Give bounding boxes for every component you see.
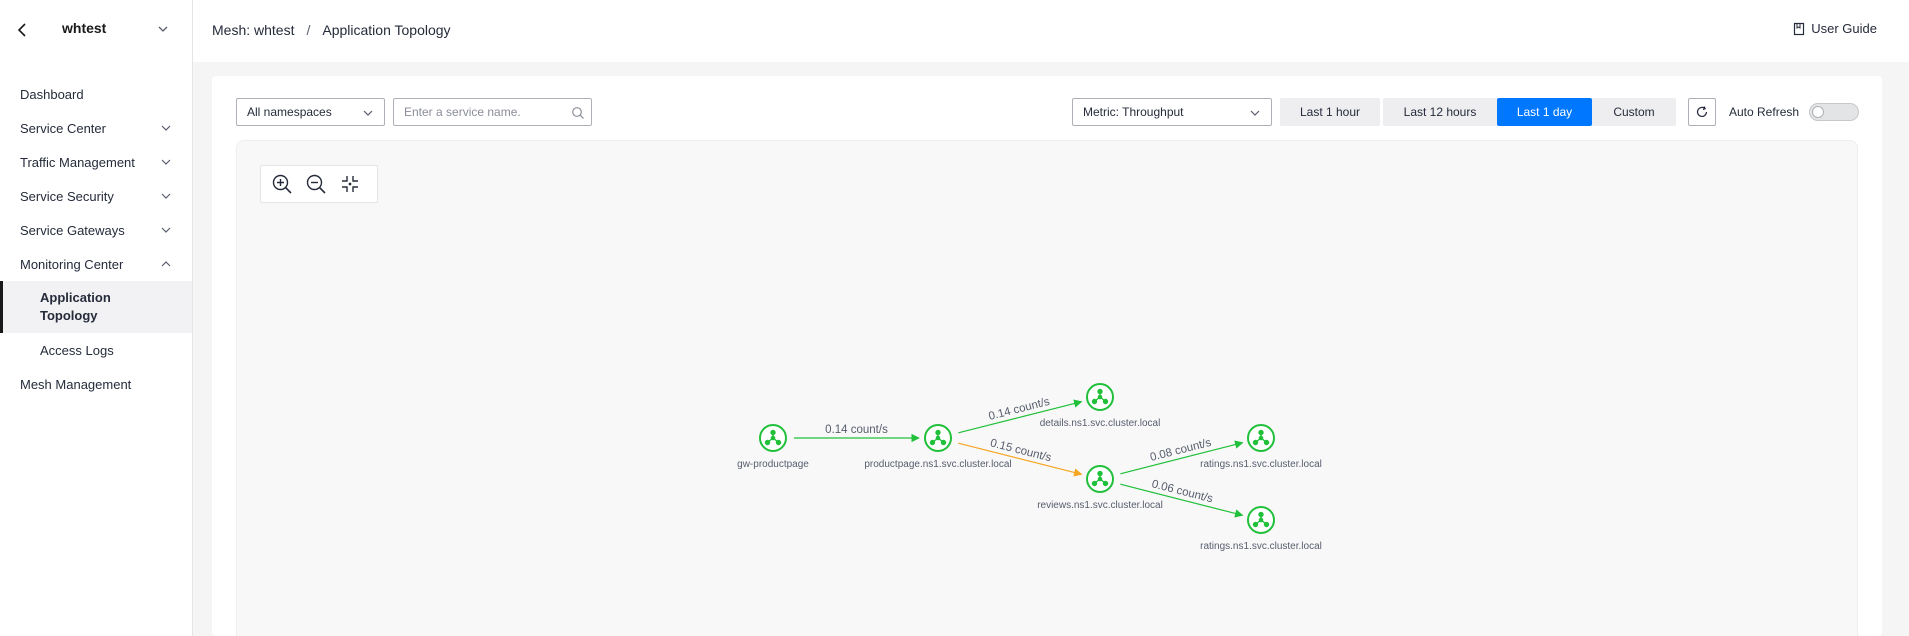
mesh-title: whtest	[62, 20, 107, 36]
service-node-label: ratings.ns1.svc.cluster.local	[1200, 541, 1322, 552]
service-search-input[interactable]: Enter a service name.	[393, 98, 592, 126]
sidebar-item-label: Monitoring Center	[20, 256, 124, 272]
book-icon	[1794, 22, 1805, 35]
sidebar: whtest Dashboard Service Center Traffic …	[0, 0, 193, 636]
service-node-label: ratings.ns1.svc.cluster.local	[1200, 459, 1322, 470]
service-node-icon	[929, 429, 947, 446]
chevron-down-icon	[1250, 110, 1260, 116]
filter-toolbar: All namespaces Enter a service name. Met…	[236, 98, 1859, 126]
edge-throughput-label: 0.14 count/s	[825, 424, 888, 436]
metric-select[interactable]: Metric: Throughput	[1072, 98, 1272, 126]
sidebar-item-service-gateways[interactable]: Service Gateways	[0, 213, 192, 247]
service-node-icon	[1252, 429, 1270, 446]
sidebar-header: whtest	[0, 0, 192, 60]
zoom-in-button[interactable]	[269, 171, 295, 197]
sidebar-item-service-center[interactable]: Service Center	[0, 111, 192, 145]
namespace-select[interactable]: All namespaces	[236, 98, 385, 126]
breadcrumb: Mesh: whtest / Application Topology	[212, 22, 451, 38]
search-icon[interactable]	[571, 106, 585, 120]
user-guide-label: User Guide	[1811, 21, 1877, 36]
sidebar-item-label: Dashboard	[20, 86, 84, 102]
service-node-label: gw-productpage	[737, 459, 809, 470]
service-node[interactable]: ratings.ns1.svc.cluster.local	[1200, 424, 1322, 470]
service-node-label: productpage.ns1.svc.cluster.local	[864, 459, 1011, 470]
sidebar-item-application-topology[interactable]: Application Topology	[0, 281, 192, 333]
sidebar-item-label: Access Logs	[40, 342, 114, 358]
chevron-down-icon	[161, 227, 171, 233]
service-node-icon	[1091, 388, 1109, 405]
time-range-last-1-day[interactable]: Last 1 day	[1497, 98, 1592, 126]
sidebar-item-access-logs[interactable]: Access Logs	[0, 333, 192, 367]
service-node-icon	[764, 429, 782, 446]
sidebar-item-label: Mesh Management	[20, 376, 132, 392]
sidebar-item-label: Service Center	[20, 120, 106, 136]
service-node[interactable]: reviews.ns1.svc.cluster.local	[1037, 465, 1163, 511]
sidebar-item-label: Application Topology	[40, 290, 111, 323]
topology-card: All namespaces Enter a service name. Met…	[212, 76, 1882, 636]
time-range-last-1-hour[interactable]: Last 1 hour	[1280, 98, 1380, 126]
chevron-up-icon	[161, 261, 171, 267]
auto-refresh-toggle[interactable]	[1809, 103, 1859, 121]
sidebar-item-monitoring-center[interactable]: Monitoring Center	[0, 247, 192, 281]
service-node[interactable]: details.ns1.svc.cluster.local	[1040, 383, 1161, 429]
zoom-controls	[260, 165, 378, 203]
toggle-knob	[1812, 106, 1824, 118]
chevron-down-icon	[161, 159, 171, 165]
topology-edge[interactable]	[1120, 440, 1244, 475]
refresh-icon	[1696, 106, 1708, 118]
topology-edge[interactable]	[1120, 483, 1244, 518]
refresh-button[interactable]	[1688, 98, 1716, 126]
breadcrumb-current: Application Topology	[322, 22, 451, 38]
service-node-label: details.ns1.svc.cluster.local	[1040, 418, 1161, 429]
service-node[interactable]: productpage.ns1.svc.cluster.local	[864, 424, 1012, 470]
chevron-down-icon	[161, 193, 171, 199]
zoom-in-icon	[272, 174, 292, 194]
back-arrow-icon[interactable]	[14, 20, 30, 40]
metric-select-value: Metric: Throughput	[1083, 105, 1184, 119]
search-placeholder: Enter a service name.	[404, 105, 521, 119]
sidebar-item-traffic-management[interactable]: Traffic Management	[0, 145, 192, 179]
chevron-down-icon[interactable]	[156, 22, 170, 36]
topology-nodes: gw-productpage productpage.ns1.svc.cluste…	[737, 383, 1322, 552]
service-node-icon	[1252, 511, 1270, 528]
sidebar-item-label: Service Security	[20, 188, 114, 204]
breadcrumb-mesh[interactable]: Mesh: whtest	[212, 22, 295, 38]
sidebar-menu: Dashboard Service Center Traffic Managem…	[0, 77, 192, 401]
time-range-last-12-hours[interactable]: Last 12 hours	[1383, 98, 1497, 126]
zoom-out-icon	[306, 174, 326, 194]
service-node[interactable]: ratings.ns1.svc.cluster.local	[1200, 506, 1322, 552]
sidebar-item-label: Service Gateways	[20, 222, 125, 238]
service-node-label: reviews.ns1.svc.cluster.local	[1037, 500, 1163, 511]
top-header: Mesh: whtest / Application Topology User…	[193, 0, 1909, 62]
time-range-custom[interactable]: Custom	[1592, 98, 1676, 126]
zoom-out-button[interactable]	[303, 171, 329, 197]
user-guide-link[interactable]: User Guide	[1793, 21, 1877, 36]
topology-edge[interactable]	[958, 399, 1083, 434]
chevron-down-icon	[363, 110, 373, 116]
chevron-down-icon	[161, 125, 171, 131]
auto-refresh-label: Auto Refresh	[1729, 105, 1800, 119]
service-node[interactable]: gw-productpage	[737, 424, 809, 470]
fit-view-icon	[342, 176, 358, 192]
breadcrumb-separator: /	[306, 22, 311, 38]
topology-edge[interactable]	[958, 442, 1083, 477]
sidebar-item-label: Traffic Management	[20, 154, 135, 170]
sidebar-item-service-security[interactable]: Service Security	[0, 179, 192, 213]
fit-view-button[interactable]	[337, 171, 363, 197]
namespace-select-value: All namespaces	[247, 105, 332, 119]
sidebar-item-mesh-management[interactable]: Mesh Management	[0, 367, 192, 401]
service-node-icon	[1091, 470, 1109, 487]
sidebar-item-dashboard[interactable]: Dashboard	[0, 77, 192, 111]
